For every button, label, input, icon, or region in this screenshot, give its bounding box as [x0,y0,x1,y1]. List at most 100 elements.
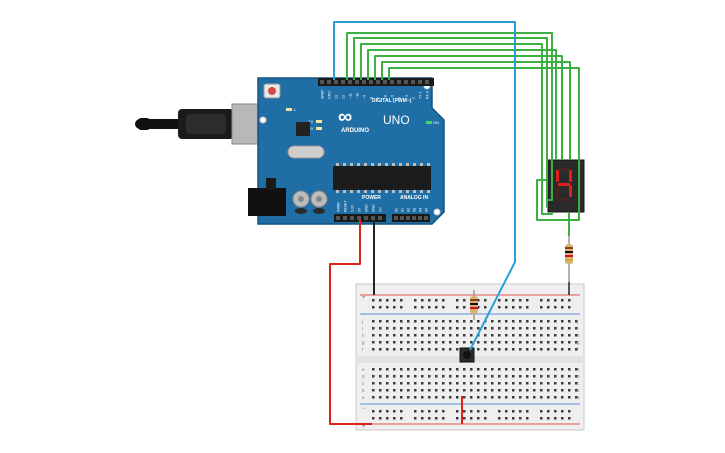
rail-hole[interactable] [435,306,438,309]
terminal-hole[interactable] [400,375,403,378]
rail-hole[interactable] [526,410,529,413]
rail-hole[interactable] [498,306,501,309]
terminal-hole[interactable] [498,368,501,371]
terminal-hole[interactable] [372,348,375,351]
rail-hole[interactable] [456,306,459,309]
rail-hole[interactable] [526,417,529,420]
terminal-hole[interactable] [379,348,382,351]
terminal-hole[interactable] [379,382,382,385]
terminal-hole[interactable] [484,327,487,330]
terminal-hole[interactable] [407,375,410,378]
terminal-hole[interactable] [449,348,452,351]
terminal-hole[interactable] [456,327,459,330]
power-jack[interactable] [248,178,286,216]
terminal-hole[interactable] [484,389,487,392]
rail-hole[interactable] [386,299,389,302]
terminal-hole[interactable] [575,341,578,344]
terminal-hole[interactable] [414,348,417,351]
terminal-hole[interactable] [498,396,501,399]
rail-hole[interactable] [505,417,508,420]
terminal-hole[interactable] [470,375,473,378]
rail-hole[interactable] [498,410,501,413]
terminal-hole[interactable] [561,375,564,378]
terminal-hole[interactable] [484,348,487,351]
digital-pin-hole[interactable] [362,80,366,84]
terminal-hole[interactable] [477,341,480,344]
terminal-hole[interactable] [421,396,424,399]
rail-hole[interactable] [519,306,522,309]
analog-pin-header[interactable] [392,214,430,222]
rail-hole[interactable] [456,299,459,302]
power-pin-hole[interactable] [364,216,368,220]
terminal-hole[interactable] [519,348,522,351]
terminal-hole[interactable] [386,375,389,378]
terminal-hole[interactable] [498,334,501,337]
rail-hole[interactable] [547,417,550,420]
terminal-hole[interactable] [463,320,466,323]
terminal-hole[interactable] [442,382,445,385]
terminal-hole[interactable] [540,382,543,385]
terminal-hole[interactable] [400,396,403,399]
terminal-hole[interactable] [526,320,529,323]
terminal-hole[interactable] [463,368,466,371]
power-pin-hole[interactable] [350,216,354,220]
terminal-hole[interactable] [414,334,417,337]
terminal-hole[interactable] [449,389,452,392]
rail-hole[interactable] [421,306,424,309]
terminal-hole[interactable] [379,327,382,330]
terminal-hole[interactable] [428,375,431,378]
terminal-hole[interactable] [456,320,459,323]
power-pin-header[interactable] [334,214,386,222]
terminal-hole[interactable] [484,396,487,399]
terminal-hole[interactable] [435,382,438,385]
terminal-hole[interactable] [561,389,564,392]
terminal-hole[interactable] [491,320,494,323]
rail-hole[interactable] [547,306,550,309]
terminal-hole[interactable] [421,348,424,351]
terminal-hole[interactable] [435,341,438,344]
terminal-hole[interactable] [463,396,466,399]
terminal-hole[interactable] [435,320,438,323]
terminal-hole[interactable] [519,334,522,337]
terminal-hole[interactable] [512,341,515,344]
terminal-hole[interactable] [498,382,501,385]
terminal-hole[interactable] [393,396,396,399]
terminal-hole[interactable] [519,320,522,323]
terminal-hole[interactable] [442,389,445,392]
terminal-hole[interactable] [568,320,571,323]
digital-pin-hole[interactable] [425,80,429,84]
rail-hole[interactable] [442,417,445,420]
terminal-hole[interactable] [498,389,501,392]
terminal-hole[interactable] [456,348,459,351]
terminal-hole[interactable] [575,334,578,337]
terminal-hole[interactable] [428,348,431,351]
terminal-hole[interactable] [449,327,452,330]
rail-hole[interactable] [568,410,571,413]
terminal-hole[interactable] [428,368,431,371]
rail-hole[interactable] [484,410,487,413]
terminal-hole[interactable] [449,375,452,378]
rail-hole[interactable] [561,299,564,302]
terminal-hole[interactable] [386,327,389,330]
analog-pin-hole[interactable] [424,216,428,220]
terminal-hole[interactable] [505,368,508,371]
terminal-hole[interactable] [442,341,445,344]
terminal-hole[interactable] [519,341,522,344]
terminal-hole[interactable] [379,375,382,378]
terminal-hole[interactable] [491,382,494,385]
terminal-hole[interactable] [470,389,473,392]
terminal-hole[interactable] [505,389,508,392]
terminal-hole[interactable] [407,348,410,351]
rail-hole[interactable] [379,417,382,420]
terminal-hole[interactable] [372,334,375,337]
terminal-hole[interactable] [421,320,424,323]
terminal-hole[interactable] [540,396,543,399]
rail-hole[interactable] [484,306,487,309]
terminal-hole[interactable] [435,389,438,392]
rail-hole[interactable] [379,410,382,413]
terminal-hole[interactable] [526,327,529,330]
terminal-hole[interactable] [533,382,536,385]
terminal-hole[interactable] [449,396,452,399]
terminal-hole[interactable] [393,375,396,378]
